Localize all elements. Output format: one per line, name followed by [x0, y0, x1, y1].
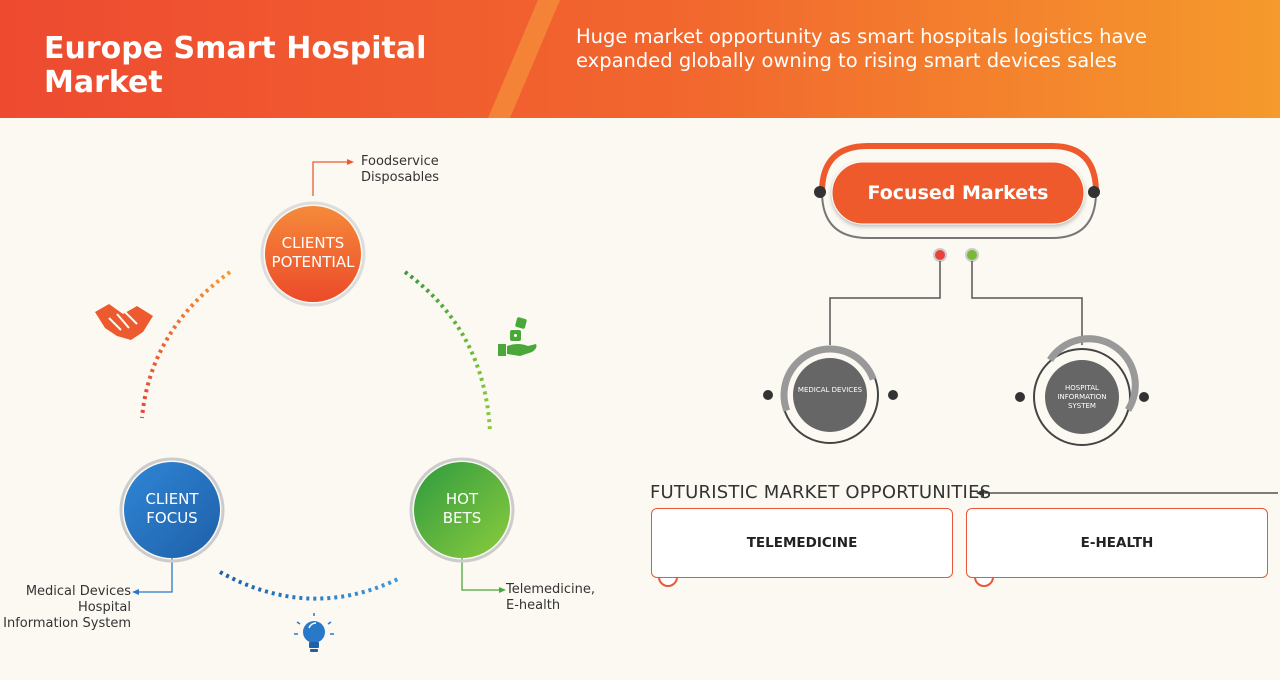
- his-label-line2: INFORMATION: [1057, 393, 1107, 401]
- hand-dice-icon: [498, 317, 537, 356]
- focused-markets-pill: [831, 161, 1085, 225]
- opportunity-label: TELEMEDICINE: [746, 535, 858, 551]
- client-focus-label: CLIENT FOCUS: [124, 490, 220, 528]
- connector-dot-red: [933, 248, 947, 262]
- clients-potential-note: Foodservice Disposables: [361, 154, 439, 186]
- note-line: Foodservice: [361, 154, 439, 169]
- medical-devices-circle: [763, 345, 898, 444]
- client-focus-note: Medical Devices Hospital Information Sys…: [0, 584, 131, 632]
- page-title: Europe Smart Hospital Market: [44, 31, 427, 100]
- header-divider: [488, 0, 560, 118]
- opportunity-label: E-HEALTH: [1080, 535, 1154, 551]
- hot-bets-label: HOT BETS: [414, 490, 510, 528]
- page-subtitle: Huge market opportunity as smart hospita…: [576, 25, 1147, 72]
- client-focus-label-line2: FOCUS: [146, 509, 198, 527]
- hot-bets-label-line1: HOT: [445, 490, 479, 508]
- hospital-information-system-label: HOSPITAL INFORMATION SYSTEM: [1045, 384, 1119, 411]
- client-focus-circle: [119, 457, 225, 563]
- clients-potential-label: CLIENTS POTENTIAL: [265, 234, 361, 272]
- note-line: Telemedicine,: [506, 582, 595, 597]
- note-line: Disposables: [361, 170, 439, 185]
- note-line: Information System: [3, 616, 131, 631]
- opportunity-box-telemedicine: TELEMEDICINE: [651, 508, 953, 578]
- client-focus-connector: [138, 558, 173, 593]
- hot-bets-connector: [461, 558, 500, 591]
- futuristic-title: FUTURISTIC MARKET OPPORTUNITIES: [650, 482, 992, 503]
- handshake-icon: [95, 304, 153, 340]
- focused-markets-title: Focused Markets: [867, 182, 1049, 204]
- cycle-arc-bottom: [219, 570, 401, 601]
- note-line: Hospital: [77, 600, 131, 615]
- his-label-line1: HOSPITAL: [1065, 384, 1099, 392]
- his-label-line3: SYSTEM: [1068, 402, 1096, 410]
- note-line: Medical Devices: [25, 584, 131, 599]
- hot-bets-label-line2: BETS: [442, 509, 482, 527]
- note-line: E-health: [506, 598, 561, 613]
- hot-bets-circle: [409, 457, 515, 563]
- clients-potential-circle: [260, 201, 366, 307]
- hot-bets-note: Telemedicine, E-health: [506, 582, 595, 614]
- connector-dot-green: [965, 248, 979, 262]
- medical-devices-label-line1: MEDICAL DEVICES: [797, 386, 863, 394]
- clients-potential-connector: [312, 161, 348, 196]
- client-focus-label-line1: CLIENT: [145, 490, 199, 508]
- focused-markets-frame: [814, 143, 1100, 239]
- header-banner: Europe Smart Hospital Market Huge market…: [0, 0, 1280, 118]
- cycle-arc-left: [140, 270, 232, 419]
- clients-potential-label-line2: POTENTIAL: [271, 253, 355, 271]
- opportunity-box-ehealth: E-HEALTH: [966, 508, 1268, 578]
- hospital-information-system-circle: [1015, 335, 1149, 446]
- cycle-arc-right: [403, 270, 492, 433]
- clients-potential-label-line1: CLIENTS: [281, 234, 345, 252]
- medical-devices-label: MEDICAL DEVICES: [793, 386, 867, 395]
- lightbulb-icon: [294, 613, 334, 652]
